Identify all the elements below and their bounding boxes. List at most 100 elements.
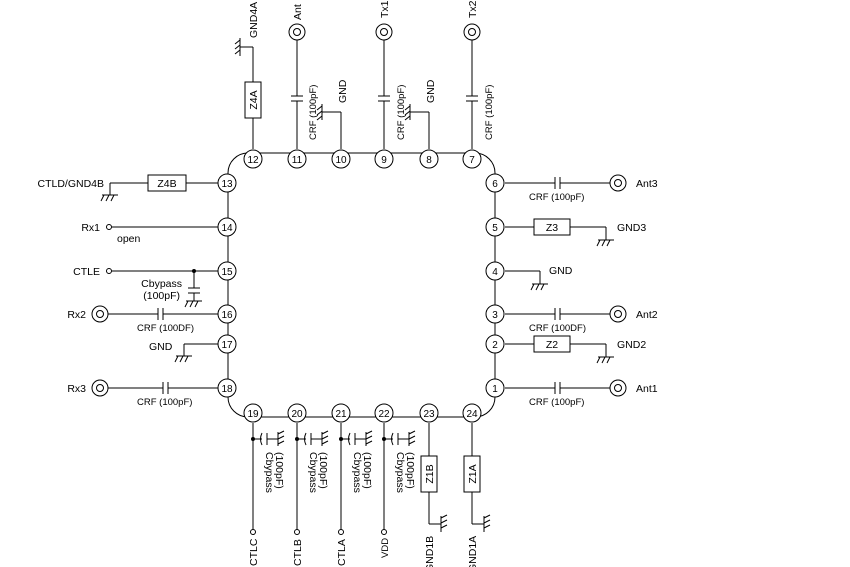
z1b-label: Z1B: [424, 464, 436, 483]
ground-symbol: [234, 38, 241, 56]
svg-text:21: 21: [335, 409, 347, 420]
svg-text:3: 3: [492, 310, 498, 321]
svg-text:12: 12: [247, 155, 259, 166]
ground-symbol: [404, 104, 411, 121]
svg-text:19: 19: [247, 409, 259, 420]
svg-text:14: 14: [221, 223, 233, 234]
crf-label-3: CRF (100DF): [529, 323, 586, 334]
vdd-label: VDD: [380, 538, 391, 558]
ground-symbol: [316, 104, 323, 121]
gnd-label-10: GND: [337, 79, 349, 103]
svg-text:4: 4: [492, 267, 498, 278]
pin-14: 14: [217, 217, 237, 237]
ground-symbol: [483, 514, 491, 532]
crf-label-9: CRF (100pF): [396, 85, 407, 140]
z3-label: Z3: [546, 222, 558, 234]
ground-symbol: [440, 514, 448, 532]
z2-label: Z2: [546, 339, 558, 351]
tx1-connector: [375, 23, 393, 41]
ctlb-label: CTLB: [292, 539, 304, 566]
z4b-label: Z4B: [157, 178, 176, 190]
z4a-label: Z4A: [248, 90, 260, 109]
tx2-connector: [463, 23, 481, 41]
rx3-label: Rx3: [67, 383, 86, 395]
gnd2-label: GND2: [617, 339, 646, 351]
ground-symbol: [184, 300, 202, 308]
pin-22: 22: [374, 403, 394, 423]
z1a-label: Z1A: [467, 464, 479, 483]
crf-label-18: CRF (100pF): [137, 397, 192, 408]
pin-15: 15: [217, 261, 237, 281]
ground-symbol: [100, 194, 118, 202]
svg-text:16: 16: [221, 310, 233, 321]
ctle-label: CTLE: [73, 266, 100, 278]
svg-text:1: 1: [492, 384, 498, 395]
pin-9: 9: [374, 149, 394, 169]
cbypass-value-20: (100pF): [317, 452, 329, 489]
svg-text:2: 2: [492, 340, 498, 351]
svg-text:8: 8: [426, 155, 432, 166]
ground-symbol: [277, 430, 285, 446]
svg-text:10: 10: [335, 155, 347, 166]
pin-8: 8: [419, 149, 439, 169]
svg-text:20: 20: [291, 409, 303, 420]
ant3-label: Ant3: [636, 178, 658, 190]
pin-23: 23: [419, 403, 439, 423]
ground-symbol: [408, 430, 416, 446]
svg-text:23: 23: [423, 409, 435, 420]
ground-symbol: [596, 239, 614, 247]
rx3-connector: [91, 379, 109, 397]
pin-4: 4: [485, 261, 505, 281]
ant1-connector: [609, 379, 627, 397]
crf-label-16: CRF (100DF): [137, 323, 194, 334]
svg-text:13: 13: [221, 179, 233, 190]
ground-symbol: [174, 355, 192, 363]
gnd1a-label: GND1A: [467, 536, 479, 567]
crf-label-6: CRF (100pF): [529, 192, 584, 203]
crf-label-11: CRF (100pF): [308, 85, 319, 140]
svg-text:11: 11: [292, 155, 303, 166]
pin-11: 11: [287, 149, 307, 169]
svg-text:18: 18: [221, 384, 233, 395]
ant-connector: [288, 23, 306, 41]
svg-text:7: 7: [469, 155, 475, 166]
pin-7: 7: [462, 149, 482, 169]
pin-24: 24: [462, 403, 482, 423]
crf-label-1: CRF (100pF): [529, 397, 584, 408]
pin-10: 10: [331, 149, 351, 169]
svg-text:9: 9: [381, 155, 387, 166]
svg-text:15: 15: [221, 267, 233, 278]
rx1-label: Rx1: [81, 222, 100, 234]
cbypass-value-21: (100pF): [361, 452, 373, 489]
ground-symbol: [321, 430, 329, 446]
cbypass-value-15: (100pF): [143, 290, 180, 302]
pin-19: 19: [243, 403, 263, 423]
gnd4a-label: GND4A: [248, 2, 260, 38]
ground-symbol: [596, 356, 614, 364]
tx1-label: Tx1: [379, 0, 391, 18]
gnd-label-17: GND: [149, 341, 173, 353]
cbypass-label-15: Cbypass: [141, 278, 182, 290]
svg-text:24: 24: [466, 409, 478, 420]
ant2-connector: [609, 305, 627, 323]
gnd1b-label: GND1B: [424, 536, 436, 567]
gnd-label-4: GND: [549, 265, 573, 277]
open-label: open: [117, 233, 141, 245]
ground-symbol: [530, 283, 548, 291]
ctla-label: CTLA: [336, 539, 348, 566]
gnd-label-8: GND: [425, 79, 437, 103]
ctld-gnd4b-label: CTLD/GND4B: [37, 178, 104, 190]
ant-label: Ant: [292, 4, 304, 20]
rx2-label: Rx2: [67, 309, 86, 321]
pin-2: 2: [485, 334, 505, 354]
pin-16: 16: [217, 304, 237, 324]
cbypass-value-19: (100pF): [273, 452, 285, 489]
cbypass-value-22: (100pF): [404, 452, 416, 489]
ant1-label: Ant1: [636, 383, 658, 395]
pin-1: 1: [485, 378, 505, 398]
ic-package-outline: [227, 152, 496, 418]
ant2-label: Ant2: [636, 309, 658, 321]
ctlc-label: CTLC: [248, 538, 260, 566]
svg-text:6: 6: [492, 179, 498, 190]
